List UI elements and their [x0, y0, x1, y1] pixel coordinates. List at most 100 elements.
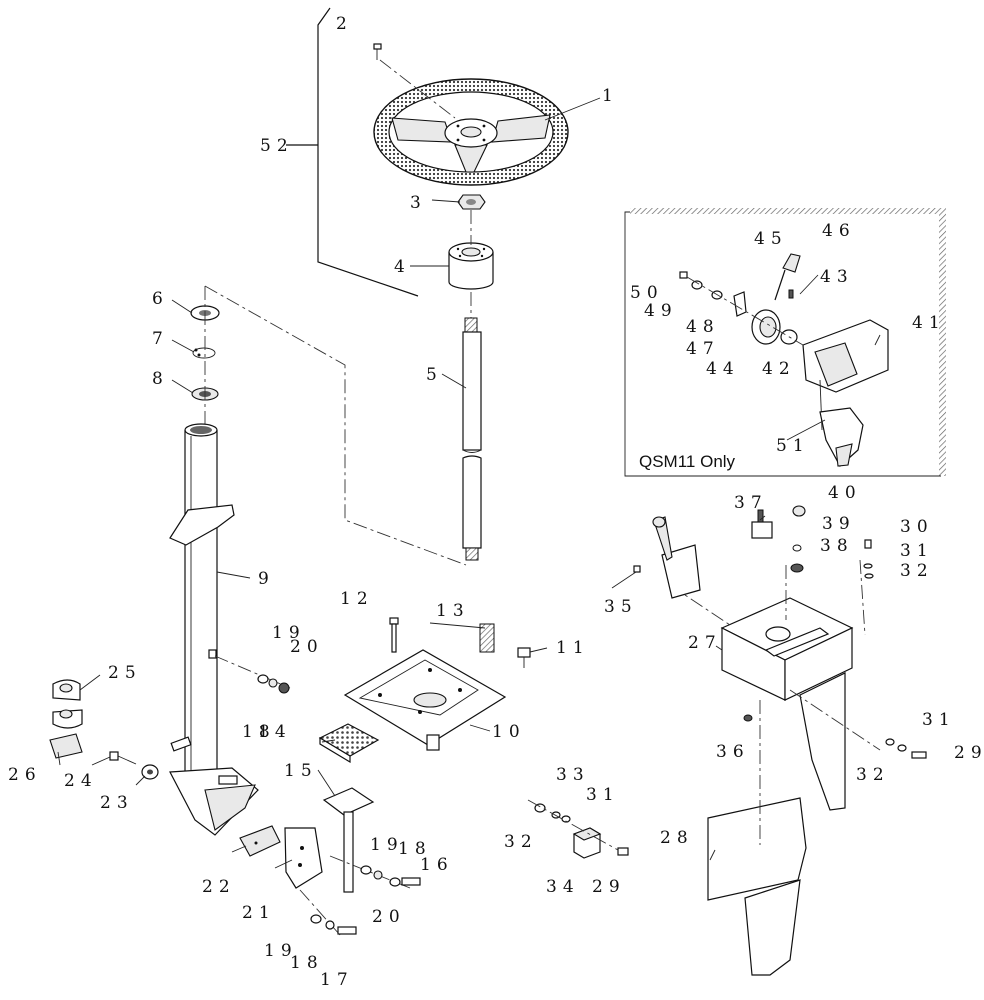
callout-32a: 32	[900, 561, 934, 581]
callout-31b: 31	[922, 710, 956, 730]
callout-46: 46	[822, 221, 856, 241]
control-console	[669, 559, 881, 811]
callout-14: 14	[258, 722, 292, 742]
steering-hub	[448, 242, 494, 290]
callout-18b: 18	[398, 839, 432, 859]
console-fasteners	[743, 539, 927, 759]
callout-47: 47	[686, 339, 720, 359]
callout-10: 10	[492, 722, 526, 742]
callout-28: 28	[660, 828, 694, 848]
callout-37: 37	[734, 493, 768, 513]
callout-29b: 29	[954, 743, 984, 763]
return-spring	[479, 623, 495, 653]
callout-31c: 31	[586, 785, 620, 805]
callout-1: 1	[602, 86, 619, 106]
callout-5: 5	[426, 365, 443, 385]
qsm11-note: QSM11 Only	[639, 452, 736, 471]
callout-34: 34	[546, 877, 580, 897]
steering-column-tube	[169, 423, 259, 836]
callout-36: 36	[716, 742, 750, 762]
callout-24: 24	[64, 771, 98, 791]
callout-32c: 32	[504, 832, 538, 852]
pedal-fasteners	[299, 865, 421, 936]
steering-shaft	[462, 210, 482, 561]
callout-49: 49	[644, 301, 678, 321]
callout-48: 48	[686, 317, 720, 337]
pedal-bracket	[284, 827, 323, 889]
callout-31a: 31	[900, 541, 934, 561]
snap-ring	[192, 347, 216, 359]
callout-15: 15	[284, 761, 318, 781]
callout-6: 6	[152, 289, 169, 309]
pedal-pad	[318, 723, 380, 764]
friction-disc-44	[751, 309, 798, 345]
bolt-washer-24-23	[109, 751, 159, 780]
callout-43: 43	[820, 267, 854, 287]
callout-2: 2	[336, 14, 353, 34]
callout-19a: 19	[272, 623, 306, 643]
plate-bolt-12	[389, 617, 399, 653]
indicator-light-38-39-40	[790, 505, 806, 573]
callout-21: 21	[242, 903, 276, 923]
callout-20b: 20	[372, 907, 406, 927]
callout-44: 44	[706, 359, 740, 379]
steering-wheel	[373, 78, 569, 186]
callout-9: 9	[258, 569, 275, 589]
clamp-plate	[49, 733, 83, 759]
plate-bolt-11	[517, 647, 548, 668]
callout-26: 26	[8, 765, 42, 785]
callout-29a: 29	[592, 877, 626, 897]
callout-27: 27	[688, 633, 722, 653]
callout-40: 40	[828, 483, 862, 503]
callout-17: 17	[320, 970, 354, 990]
floor-plate	[343, 649, 507, 751]
hub-nut	[457, 194, 486, 210]
callout-13: 13	[436, 601, 470, 621]
callout-labels: 1 2 3 4 5 6 7 8 9 10 11 12 13 14 15 16 1…	[8, 14, 984, 990]
callout-52: 52	[260, 136, 294, 156]
throttle-control	[802, 319, 889, 467]
callout-30: 30	[900, 517, 934, 537]
wheel-screw	[373, 43, 456, 119]
assembly-bracket-52	[286, 7, 419, 297]
callout-19c: 19	[264, 941, 298, 961]
leader-lines	[57, 97, 881, 869]
callout-38: 38	[820, 536, 854, 556]
throttle-lever-35	[633, 516, 701, 599]
callout-8: 8	[152, 369, 169, 389]
callout-11: 11	[556, 638, 590, 658]
console-cover	[707, 700, 807, 976]
clamp-halves	[52, 679, 83, 729]
callout-32b: 32	[856, 765, 890, 785]
throttle-knob-45-46	[774, 253, 801, 301]
callout-23: 23	[100, 793, 134, 813]
callout-16: 16	[420, 855, 454, 875]
toggle-switch-37	[751, 509, 773, 539]
assembly-guide-lines	[204, 285, 467, 566]
relay	[527, 799, 629, 859]
upper-fasteners	[208, 649, 291, 694]
callout-39: 39	[822, 514, 856, 534]
callout-41: 41	[912, 313, 946, 333]
inset-fasteners	[679, 271, 804, 346]
callout-50: 50	[630, 283, 664, 303]
callout-25: 25	[108, 663, 142, 683]
callout-33: 33	[556, 765, 590, 785]
callout-7: 7	[152, 329, 169, 349]
callout-18a: 18	[242, 722, 276, 742]
callout-42: 42	[762, 359, 796, 379]
callout-4: 4	[394, 257, 411, 277]
callout-22: 22	[202, 877, 236, 897]
bracket-plate-22	[239, 825, 281, 857]
callout-18c: 18	[290, 953, 324, 973]
qsm11-inset-frame	[624, 208, 946, 477]
callout-12: 12	[340, 589, 374, 609]
callout-3: 3	[410, 193, 427, 213]
callout-51: 51	[776, 436, 810, 456]
callout-19b: 19	[370, 835, 404, 855]
callout-35: 35	[604, 597, 638, 617]
callout-45: 45	[754, 229, 788, 249]
callout-20a: 20	[290, 637, 324, 657]
